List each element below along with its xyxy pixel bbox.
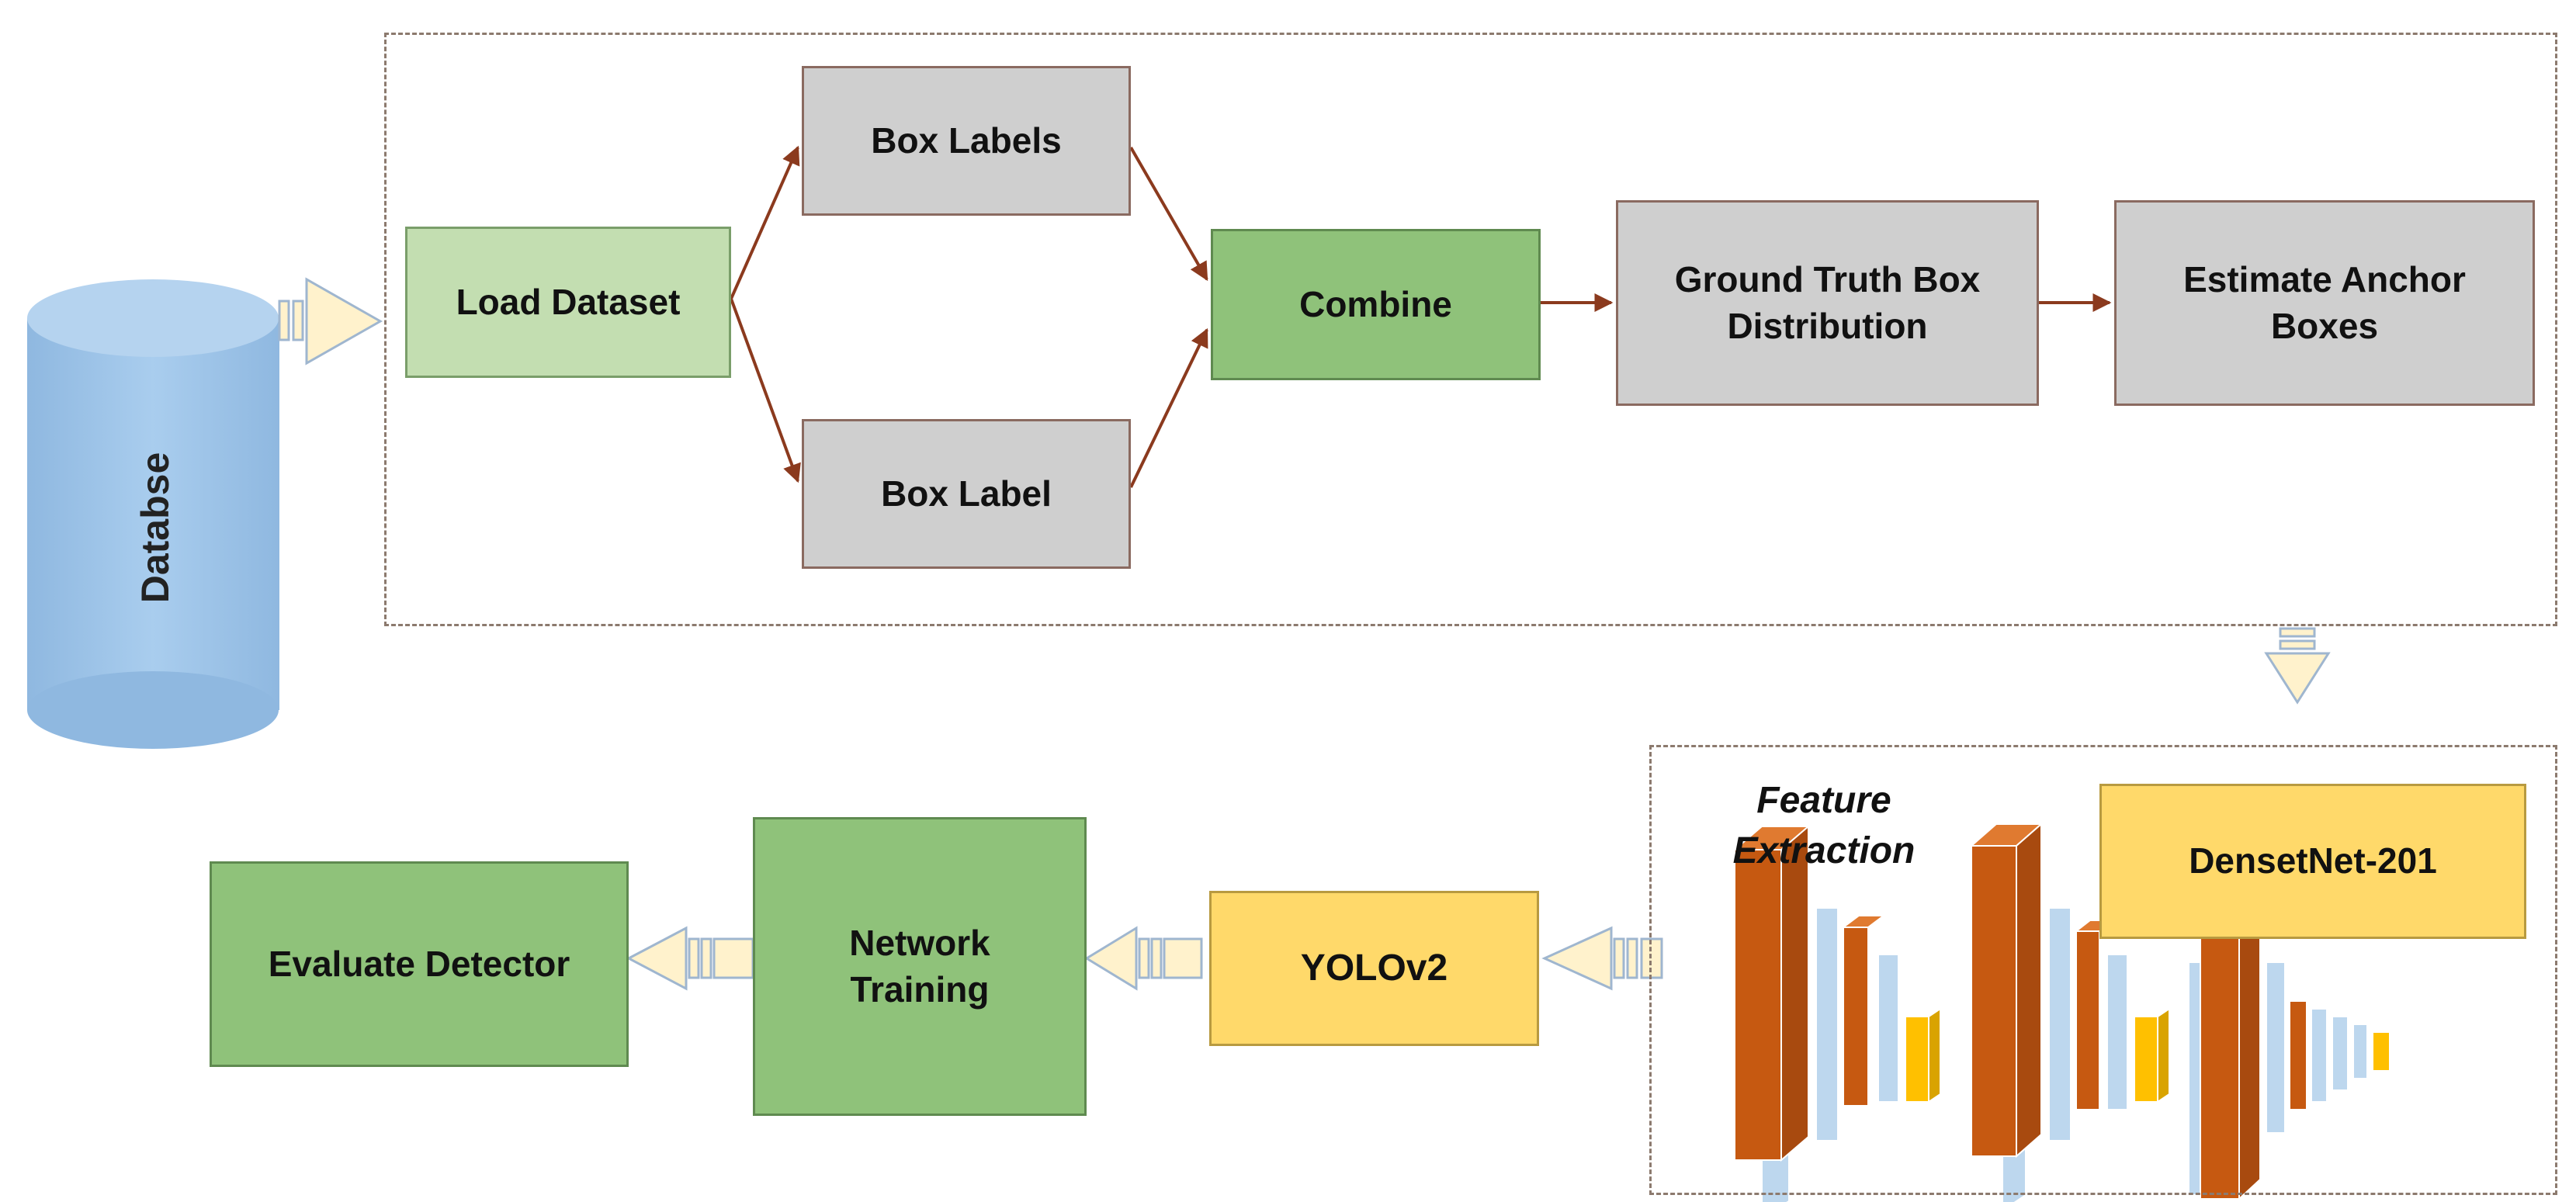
- densenet-label: DensetNet-201: [2189, 840, 2437, 882]
- arrow-anchor-to-feature: [2264, 627, 2331, 705]
- combine-label: Combine: [1299, 283, 1452, 324]
- densenet-box: DensetNet-201: [2099, 784, 2526, 939]
- box-label-box: Box Label: [802, 419, 1131, 569]
- database-cylinder: [27, 279, 279, 749]
- preprocessing-frame: [384, 33, 2557, 626]
- evaluate-detector-label: Evaluate Detector: [268, 943, 570, 984]
- load-dataset-label: Load Dataset: [456, 281, 681, 322]
- connector-boxlabels-to-combine: [1129, 147, 1208, 282]
- box-labels-box: Box Labels: [802, 66, 1131, 216]
- feature-extraction-frame: [1649, 745, 2557, 1195]
- arrow-database-to-load: [278, 277, 383, 365]
- box-labels-label: Box Labels: [871, 120, 1062, 161]
- estimate-anchor-label: Estimate Anchor Boxes: [2183, 258, 2466, 346]
- network-training-box: Network Training: [753, 817, 1087, 1116]
- estimate-anchor-box: Estimate Anchor Boxes: [2114, 200, 2535, 406]
- ground-truth-label: Ground Truth Box Distribution: [1674, 258, 1981, 346]
- evaluate-detector-box: Evaluate Detector: [210, 861, 629, 1067]
- arrow-feature-to-yolo: [1541, 926, 1663, 991]
- database-label: Databse: [133, 452, 177, 604]
- feature-extraction-label: Feature Extraction: [1732, 780, 1916, 871]
- yolov2-box: YOLOv2: [1209, 891, 1539, 1046]
- ground-truth-box: Ground Truth Box Distribution: [1616, 200, 2039, 406]
- arrow-training-to-evaluate: [626, 926, 754, 991]
- load-dataset-box: Load Dataset: [405, 227, 731, 378]
- connector-load-to-boxlabel: [730, 298, 801, 483]
- arrow-yolo-to-training: [1084, 926, 1203, 991]
- connector-load-to-boxlabels: [730, 145, 800, 300]
- network-training-label: Network Training: [849, 922, 990, 1010]
- yolov2-label: YOLOv2: [1300, 947, 1448, 989]
- connector-boxlabel-to-combine: [1129, 327, 1208, 488]
- box-label-label: Box Label: [881, 473, 1052, 514]
- combine-box: Combine: [1211, 229, 1541, 380]
